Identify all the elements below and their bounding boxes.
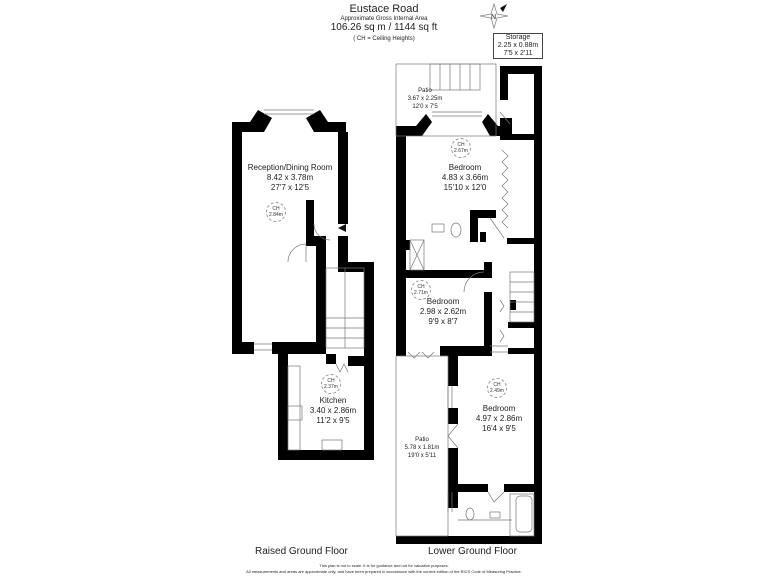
floor-label-raised-ground: Raised Ground Floor (255, 546, 348, 557)
room-metric: 3.67 x 2.25m (407, 96, 443, 102)
storage-metric: 2.25 x 0.88m (497, 42, 539, 49)
area-subtitle: Approximate Gross Internal Area (340, 16, 428, 22)
ceiling-height-marker: CH 2.84m (266, 202, 286, 222)
ceiling-height-marker: CH 2.71m (411, 280, 431, 300)
floor-label-lower-ground: Lower Ground Floor (428, 546, 517, 557)
room-imperial: 9'9 x 8'7 (428, 317, 458, 326)
ceiling-height-marker: CH 2.37m (321, 374, 341, 394)
ch-prefix: CH (327, 378, 335, 384)
ceiling-height-marker: CH 2.67m (451, 138, 471, 158)
room-name: Bedroom (482, 404, 516, 413)
ch-value: 2.37m (324, 384, 338, 390)
north-compass-icon: N (479, 2, 509, 30)
total-area: 106.26 sq m / 1144 sq ft (330, 22, 438, 33)
ch-prefix: CH (493, 382, 501, 388)
lower-ground-floor-walls (396, 66, 542, 544)
ch-value: 2.49m (490, 388, 504, 394)
ch-value: 2.84m (269, 212, 283, 218)
ch-prefix: CH (417, 284, 425, 290)
room-imperial: 16'4 x 9'5 (482, 424, 516, 433)
room-metric: 4.83 x 3.66m (441, 173, 489, 182)
room-metric: 3.40 x 2.86m (309, 406, 357, 415)
room-reception-dining: Reception/Dining Room 8.42 x 3.78m 27'7 … (240, 163, 340, 193)
ch-prefix: CH (457, 142, 465, 148)
plan-title: Eustace Road (349, 3, 419, 15)
room-imperial: 19'0 x 5'11 (407, 453, 437, 459)
room-name: Patio (418, 88, 432, 94)
room-bedroom-1: Bedroom 4.83 x 3.66m 15'10 x 12'0 (432, 163, 498, 193)
raised-ground-floor-walls (232, 110, 374, 460)
room-name: Reception/Dining Room (247, 163, 333, 172)
room-bedroom-2: Bedroom 2.98 x 2.62m 9'9 x 8'7 (410, 297, 476, 327)
storage-imperial: 7'5 x 2'11 (503, 50, 533, 57)
ceiling-height-marker: CH 2.49m (487, 378, 507, 398)
disclaimer-line-2: All measurements and areas are approxima… (246, 569, 522, 574)
room-metric: 4.97 x 2.86m (475, 414, 523, 423)
room-bedroom-3: Bedroom 4.97 x 2.86m 16'4 x 9'5 (466, 404, 532, 434)
room-kitchen: Kitchen 3.40 x 2.86m 11'2 x 9'5 (300, 396, 366, 426)
entrance-arrow-icon (338, 224, 346, 232)
svg-text:N: N (491, 14, 496, 21)
room-name: Kitchen (319, 396, 347, 405)
room-patio-upper: Patio 3.67 x 2.25m 12'0 x 7'5 (400, 87, 450, 111)
room-patio-lower: Patio 5.78 x 1.81m 19'0 x 5'11 (398, 436, 446, 460)
room-imperial: 27'7 x 12'5 (270, 183, 310, 192)
room-metric: 8.42 x 3.78m (266, 173, 314, 182)
ch-legend: ( CH = Ceiling Heights) (353, 36, 415, 42)
room-name: Patio (415, 437, 429, 443)
disclaimer-line-1: This plan is not to scale. It is for gui… (319, 563, 449, 568)
room-metric: 2.98 x 2.62m (419, 307, 467, 316)
room-name: Bedroom (448, 163, 482, 172)
lower-ground-floor-fixtures (395, 63, 535, 537)
ch-value: 2.71m (414, 290, 428, 296)
ch-prefix: CH (272, 206, 280, 212)
storage-name: Storage (505, 34, 531, 41)
room-imperial: 11'2 x 9'5 (316, 416, 350, 425)
raised-ground-floor-fixtures (254, 109, 365, 451)
storage-box: Storage 2.25 x 0.88m 7'5 x 2'11 (493, 33, 543, 59)
room-name: Bedroom (426, 297, 460, 306)
room-imperial: 15'10 x 12'0 (443, 183, 487, 192)
room-imperial: 12'0 x 7'5 (412, 104, 438, 110)
room-metric: 5.78 x 1.81m (404, 445, 440, 451)
ch-value: 2.67m (454, 148, 468, 154)
